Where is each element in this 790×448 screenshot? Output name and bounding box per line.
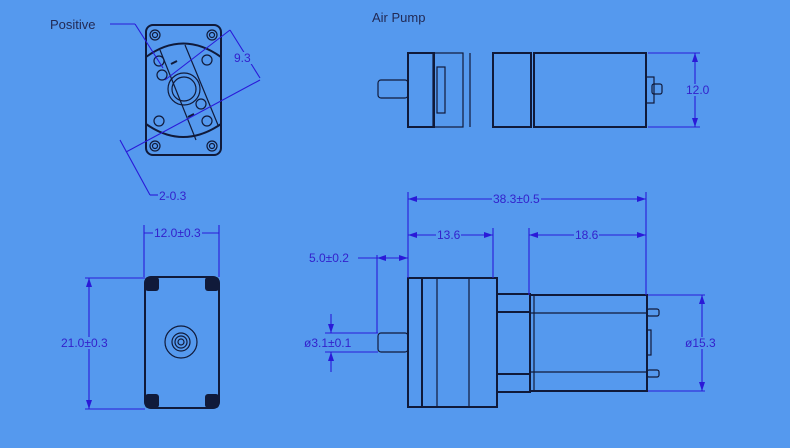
side-view-top — [377, 52, 663, 128]
dim-nozzle-diameter: ø3.1±0.1 — [303, 336, 353, 350]
dim-overall-length: 38.3±0.5 — [492, 192, 541, 206]
end-view-top — [145, 24, 222, 156]
dim-motor-diameter: ø15.3 — [684, 336, 717, 350]
dim-motor-length: 18.6 — [574, 228, 600, 242]
dim-hole: 2-0.3 — [158, 189, 188, 203]
end-view-bottom-dimensions — [85, 225, 220, 410]
dim-end-height: 21.0±0.3 — [60, 336, 109, 350]
dim-end-width: 12.0±0.3 — [153, 226, 202, 240]
end-view-top-dimensions — [110, 23, 261, 196]
dim-pump-head-length: 13.6 — [436, 228, 462, 242]
dim-diagonal: 9.3 — [233, 51, 252, 65]
dim-top-height: 12.0 — [685, 83, 711, 97]
end-view-bottom — [144, 276, 220, 409]
positive-callout: Positive — [50, 17, 96, 32]
drawing-title: Air Pump — [372, 10, 426, 25]
dim-nozzle-length: 5.0±0.2 — [308, 251, 350, 265]
side-view-bottom — [377, 277, 660, 408]
